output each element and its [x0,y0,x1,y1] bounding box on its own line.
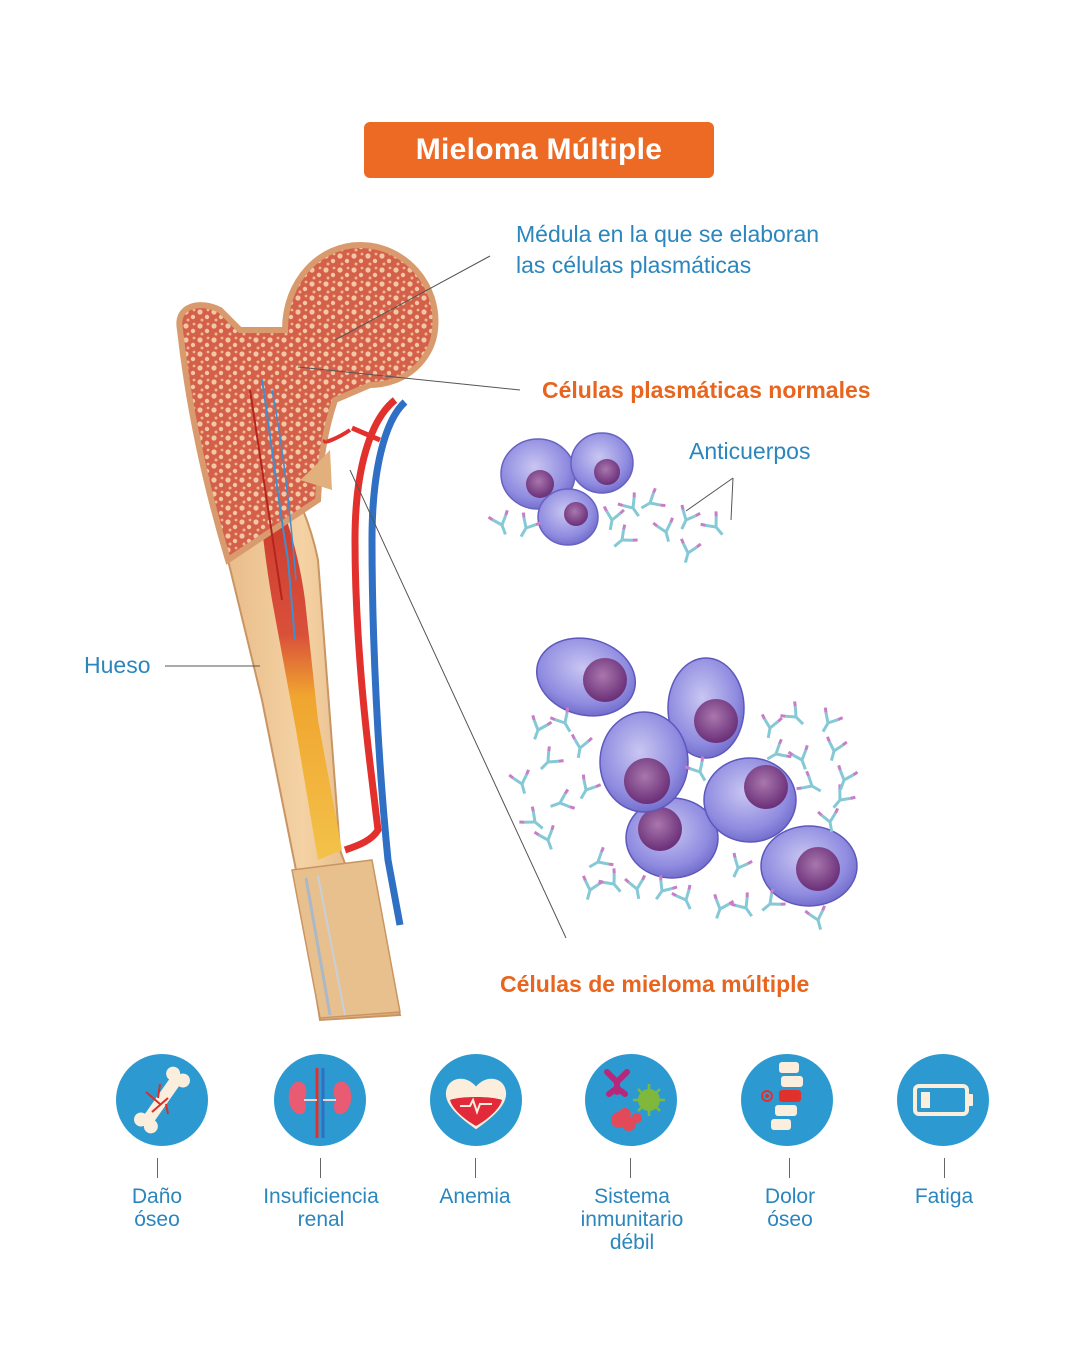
symptom-text: renal [297,1208,345,1231]
page-title: Mieloma Múltiple [415,133,663,166]
tick-line [789,1158,790,1178]
symptom-label-renal: Insuficiencia renal [236,1185,406,1231]
symptom-text: Daño [131,1185,183,1208]
marrow-label-line2: las células plasmáticas [516,252,752,278]
tick-line [320,1158,321,1178]
symptom-text: débil [609,1231,655,1254]
vein [368,399,408,926]
bone-label: Hueso [84,652,151,678]
spine-icon [741,1054,833,1146]
broken-bone-icon [116,1054,208,1146]
artery [343,397,398,854]
marrow-label-line1: Médula en la que se elaboran [516,221,820,247]
myeloma-cells-label: Células de mieloma múltiple [500,971,810,997]
symptom-label-anemia: Anemia [390,1185,560,1208]
antibodies-label: Anticuerpos [689,438,811,464]
heart-icon [430,1054,522,1146]
symptom-label-fatigue: Fatiga [859,1185,1029,1208]
symptom-text: Anemia [439,1185,511,1208]
symptom-text: óseo [767,1208,813,1231]
tick-line [475,1158,476,1178]
normal-plasma-cells [500,432,634,546]
symptom-label-immune: Sistema inmunitario débil [547,1185,717,1254]
kidneys-icon [274,1054,366,1146]
symptom-text: Sistema [594,1185,670,1208]
medullary-cavity [255,450,342,860]
tick-line [630,1158,631,1178]
bone-marrow-illustration [165,241,860,1022]
symptom-label-bone-damage: Daño óseo [72,1185,242,1231]
title-banner: Mieloma Múltiple [364,122,714,178]
symptom-text: Dolor [764,1185,816,1208]
symptom-text: inmunitario [580,1208,684,1231]
symptom-label-bone-pain: Dolor óseo [705,1185,875,1231]
normal-cells-label: Células plasmáticas normales [542,377,871,403]
symptom-text: óseo [134,1208,180,1231]
tick-line [944,1158,945,1178]
myeloma-cells [535,637,858,907]
germs-icon [585,1054,677,1146]
battery-icon [897,1054,989,1146]
femoral-head [176,241,439,565]
symptom-text: Fatiga [914,1185,974,1208]
marrow-label: Médula en la que se elaboran las células… [516,219,819,281]
tick-line [157,1158,158,1178]
symptom-text: Insuficiencia [263,1185,379,1208]
